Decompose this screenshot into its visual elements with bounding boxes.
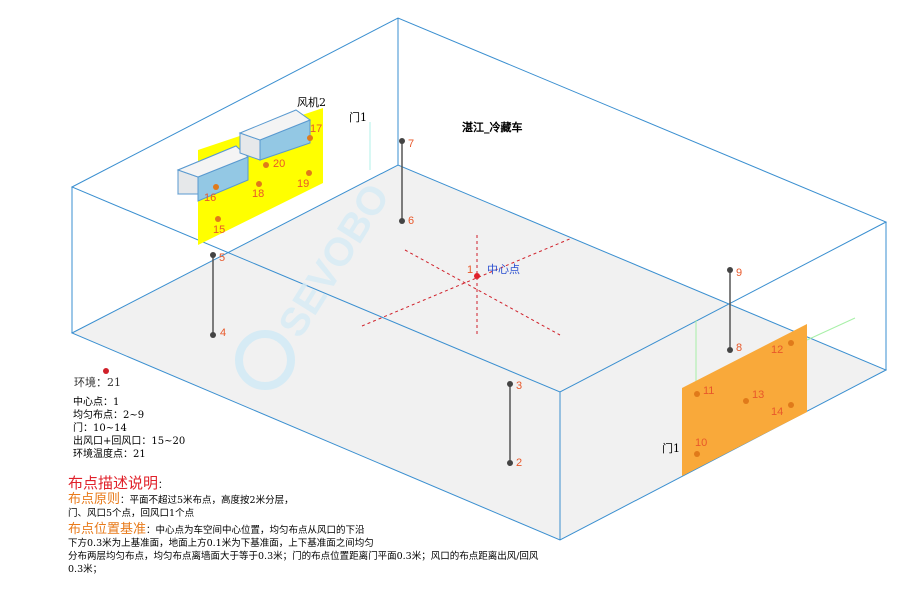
point-14-marker bbox=[788, 402, 794, 408]
point-5-label: 5 bbox=[219, 252, 225, 264]
legend-item: 环境温度点：21 bbox=[73, 449, 146, 460]
center-crosshair bbox=[361, 235, 573, 336]
point-19-marker bbox=[306, 170, 312, 176]
door-label-top: 门1 bbox=[349, 110, 367, 124]
principle-text-2: 门、风口5个点，回风口1个点 bbox=[68, 508, 195, 519]
point-13-label: 13 bbox=[752, 389, 764, 401]
point-7-marker bbox=[399, 138, 405, 144]
point-19-label: 19 bbox=[297, 178, 309, 190]
point-15-marker bbox=[215, 216, 221, 222]
basis-text: ：中心点为车空间中心位置，均匀布点从风口的下沿 bbox=[146, 525, 365, 536]
point-20-label: 20 bbox=[273, 158, 285, 170]
point-1-marker bbox=[474, 273, 480, 279]
principle-label: 布点原则 bbox=[68, 492, 121, 507]
point-8-label: 8 bbox=[736, 342, 742, 354]
environment-point bbox=[103, 368, 109, 374]
point-9-marker bbox=[727, 267, 733, 273]
basis-label: 布点位置基准 bbox=[68, 522, 147, 537]
center-label: 中心点 bbox=[487, 263, 520, 276]
door-line bbox=[806, 317, 856, 341]
legend-item: 中心点：1 bbox=[73, 397, 120, 408]
colon: ： bbox=[158, 480, 168, 491]
description: 布点描述说明： 布点原则：平面不超过5米布点，高度按2米分层， 门、风口5个点，… bbox=[68, 473, 538, 576]
point-10-marker bbox=[694, 451, 700, 457]
fan-unit bbox=[176, 145, 249, 202]
fan-label: 风机2 bbox=[297, 95, 326, 109]
legend-item: 出风口+回风口：15~20 bbox=[73, 436, 186, 447]
point-13-marker bbox=[743, 398, 749, 404]
point-10-label: 10 bbox=[695, 437, 707, 449]
watermark-logo bbox=[235, 330, 295, 390]
environment-label: 环境：21 bbox=[74, 376, 121, 389]
legend-item: 均匀布点：2~9 bbox=[73, 410, 145, 421]
point-12-label: 12 bbox=[771, 344, 783, 356]
point-11-label: 11 bbox=[703, 385, 714, 397]
title: 湛江_冷藏车 bbox=[462, 120, 523, 135]
point-18-marker bbox=[256, 181, 262, 187]
description-heading: 布点描述说明 bbox=[68, 474, 159, 492]
basis-text-4: 0.3米； bbox=[68, 564, 103, 575]
point-12-marker bbox=[788, 340, 794, 346]
point-2-marker bbox=[507, 460, 513, 466]
point-16-marker bbox=[213, 184, 219, 190]
basis-text-2: 下方0.3米为上基准面，地面上方0.1米为下基准面，上下基准面之间均匀 bbox=[68, 538, 374, 549]
legend: 中心点：1 均匀布点：2~9 门：10~14 出风口+回风口：15~20 环境温… bbox=[73, 396, 185, 461]
point-18-label: 18 bbox=[252, 188, 264, 200]
point-16-label: 16 bbox=[204, 192, 216, 204]
fan-unit bbox=[238, 109, 312, 161]
point-15-label: 15 bbox=[213, 224, 225, 236]
pillar-lines bbox=[212, 141, 731, 463]
point-17-marker bbox=[307, 135, 313, 141]
point-2-label: 2 bbox=[516, 457, 522, 469]
point-6-marker bbox=[399, 218, 405, 224]
point-6-label: 6 bbox=[408, 215, 414, 227]
point-20-marker bbox=[263, 162, 269, 168]
point-3-marker bbox=[507, 381, 513, 387]
point-11-marker bbox=[694, 391, 700, 397]
box-edges bbox=[70, 17, 888, 540]
point-14-label: 14 bbox=[771, 406, 783, 418]
point-5-marker bbox=[210, 252, 216, 258]
legend-item: 门：10~14 bbox=[73, 423, 127, 434]
point-4-label: 4 bbox=[220, 327, 226, 339]
point-9-label: 9 bbox=[736, 267, 742, 279]
point-3-label: 3 bbox=[516, 380, 522, 392]
point-8-marker bbox=[727, 347, 733, 353]
basis-text-3: 分布两层均匀布点，均匀布点离墙面大于等于0.3米；门的布点位置距离门平面0.3米… bbox=[68, 551, 539, 562]
point-17-label: 17 bbox=[310, 123, 322, 135]
point-7-label: 7 bbox=[408, 138, 414, 150]
door-label-side: 门1 bbox=[662, 441, 680, 455]
point-1-label: 1 bbox=[467, 264, 473, 276]
point-4-marker bbox=[210, 332, 216, 338]
principle-text: ：平面不超过5米布点，高度按2米分层， bbox=[120, 495, 294, 506]
